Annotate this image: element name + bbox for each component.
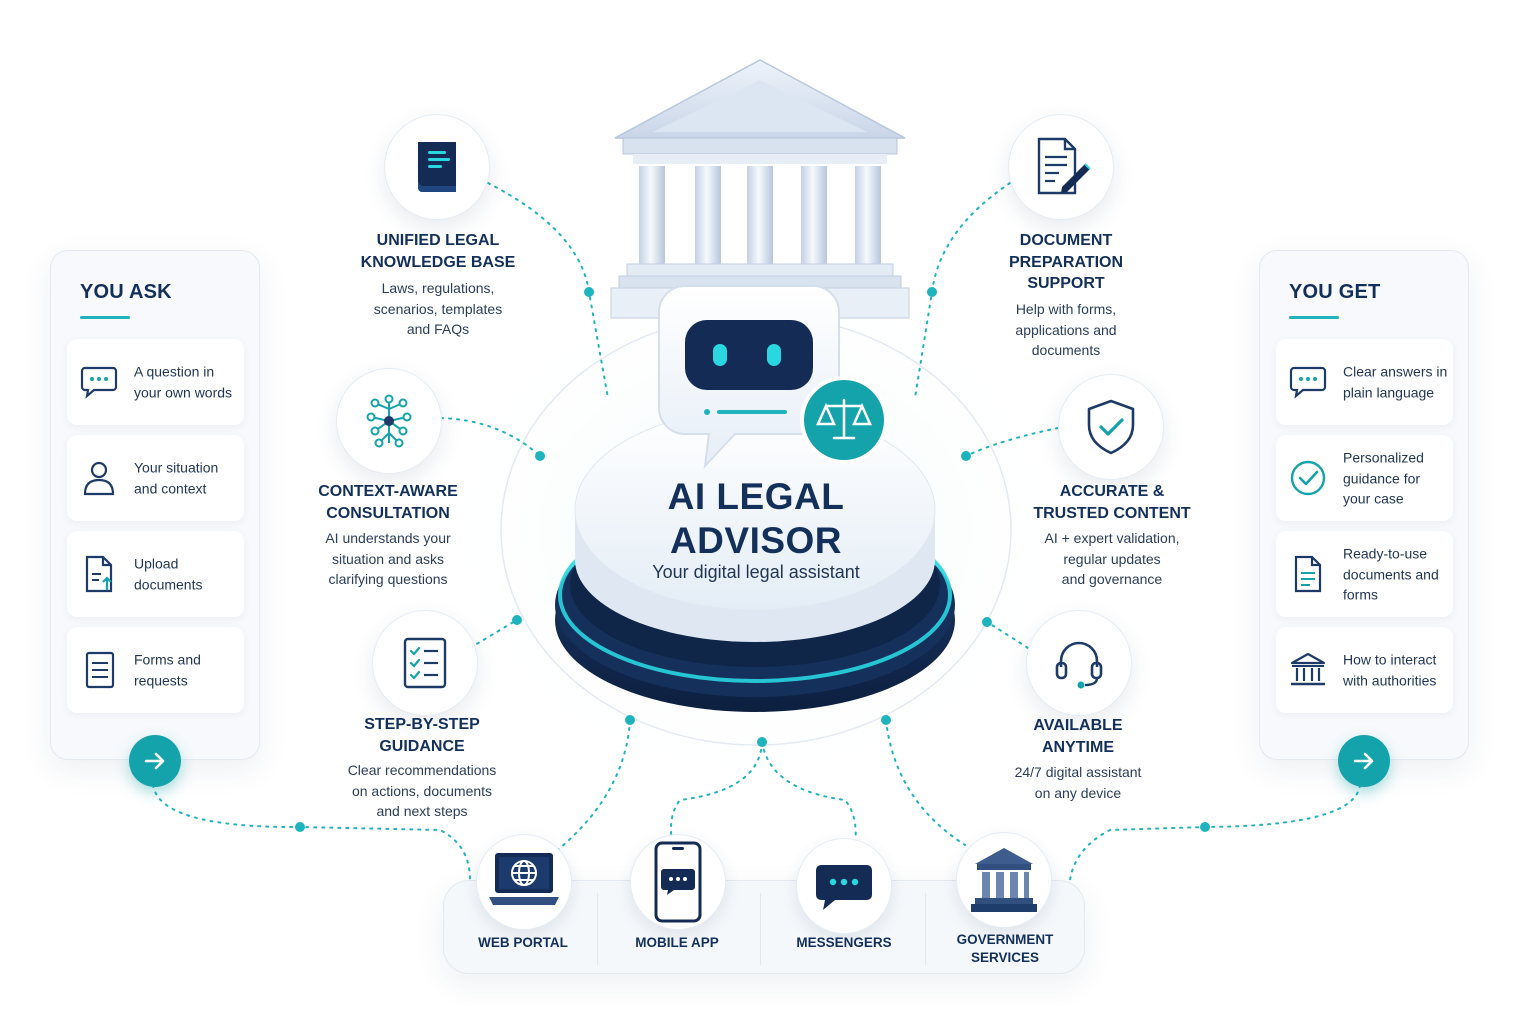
output-item-label: Clear answers in plain language [1343, 363, 1448, 401]
knowledge-base-badge [384, 114, 490, 220]
input-item-label: Upload documents [134, 555, 203, 593]
input-item-label: Your situation and context [134, 459, 219, 497]
title-underline [1289, 316, 1339, 319]
pedestal-platform [555, 409, 955, 712]
channel-label: WEB PORTAL [478, 935, 568, 950]
messenger-chat-icon [816, 865, 872, 910]
trusted-content-badge [1058, 374, 1164, 480]
document-edit-icon [1037, 137, 1091, 195]
mobile-app-badge [630, 834, 726, 930]
web-portal-badge [476, 834, 572, 930]
divider [597, 893, 598, 965]
smartphone-chat-icon [654, 841, 702, 923]
input-item-upload: Upload documents [67, 531, 244, 617]
channel-label: MOBILE APP [635, 935, 719, 950]
chat-bubble-icon [1289, 366, 1327, 399]
panel-title: YOU GET [1289, 281, 1381, 303]
output-item-answers: Clear answers in plain language [1276, 339, 1453, 425]
availability-badge [1026, 610, 1132, 716]
checklist-icon [403, 637, 447, 689]
next-arrow-button[interactable] [129, 735, 181, 787]
input-item-question: A question in your own words [67, 339, 244, 425]
you-ask-panel: YOU ASK A question in your own words You… [50, 250, 260, 787]
title-underline [80, 316, 130, 319]
law-book-icon [418, 142, 456, 192]
headset-icon [1055, 641, 1103, 689]
output-item-label: How to interact with authorities [1343, 651, 1437, 689]
input-item-label: Forms and requests [134, 651, 201, 689]
divider [760, 893, 761, 965]
document-icon [1294, 555, 1322, 593]
panel-title: YOU ASK [80, 281, 172, 303]
output-item-label: Ready-to-use documents and forms [1343, 545, 1439, 603]
arrow-right-icon [144, 752, 165, 770]
check-circle-icon [1290, 460, 1326, 496]
input-item-forms: Forms and requests [67, 627, 244, 713]
output-item-guidance: Personalized guidance for your case [1276, 435, 1453, 521]
messengers-badge [796, 838, 892, 934]
government-building-icon [971, 848, 1037, 912]
laptop-globe-icon [489, 853, 559, 905]
neural-network-icon [366, 394, 412, 448]
input-item-situation: Your situation and context [67, 435, 244, 521]
user-icon [83, 461, 115, 496]
feature-title: ACCURATE &TRUSTED CONTENT [1033, 483, 1191, 522]
chat-bubble-icon [80, 366, 118, 399]
channel-label: MESSENGERS [796, 935, 892, 950]
output-item-authorities: How to interact with authorities [1276, 627, 1453, 713]
arrow-right-icon [1353, 752, 1374, 770]
document-upload-icon [85, 555, 113, 593]
divider [925, 893, 926, 965]
product-subtitle: Your digital legal assistant [652, 562, 860, 582]
you-get-panel: YOU GET Clear answers in plain language … [1259, 250, 1469, 787]
step-by-step-badge [372, 610, 478, 716]
context-aware-badge [336, 368, 442, 474]
output-item-documents: Ready-to-use documents and forms [1276, 531, 1453, 617]
shield-check-icon [1087, 399, 1135, 455]
form-icon [85, 651, 115, 689]
next-arrow-button[interactable] [1338, 735, 1390, 787]
output-item-label: Personalized guidance for your case [1343, 449, 1424, 507]
government-services-badge [956, 832, 1052, 928]
robot-assistant-icon [658, 285, 888, 469]
document-prep-badge [1008, 114, 1114, 220]
input-item-label: A question in your own words [134, 363, 233, 401]
government-building-icon [1290, 652, 1326, 686]
courthouse-illustration [610, 59, 910, 319]
